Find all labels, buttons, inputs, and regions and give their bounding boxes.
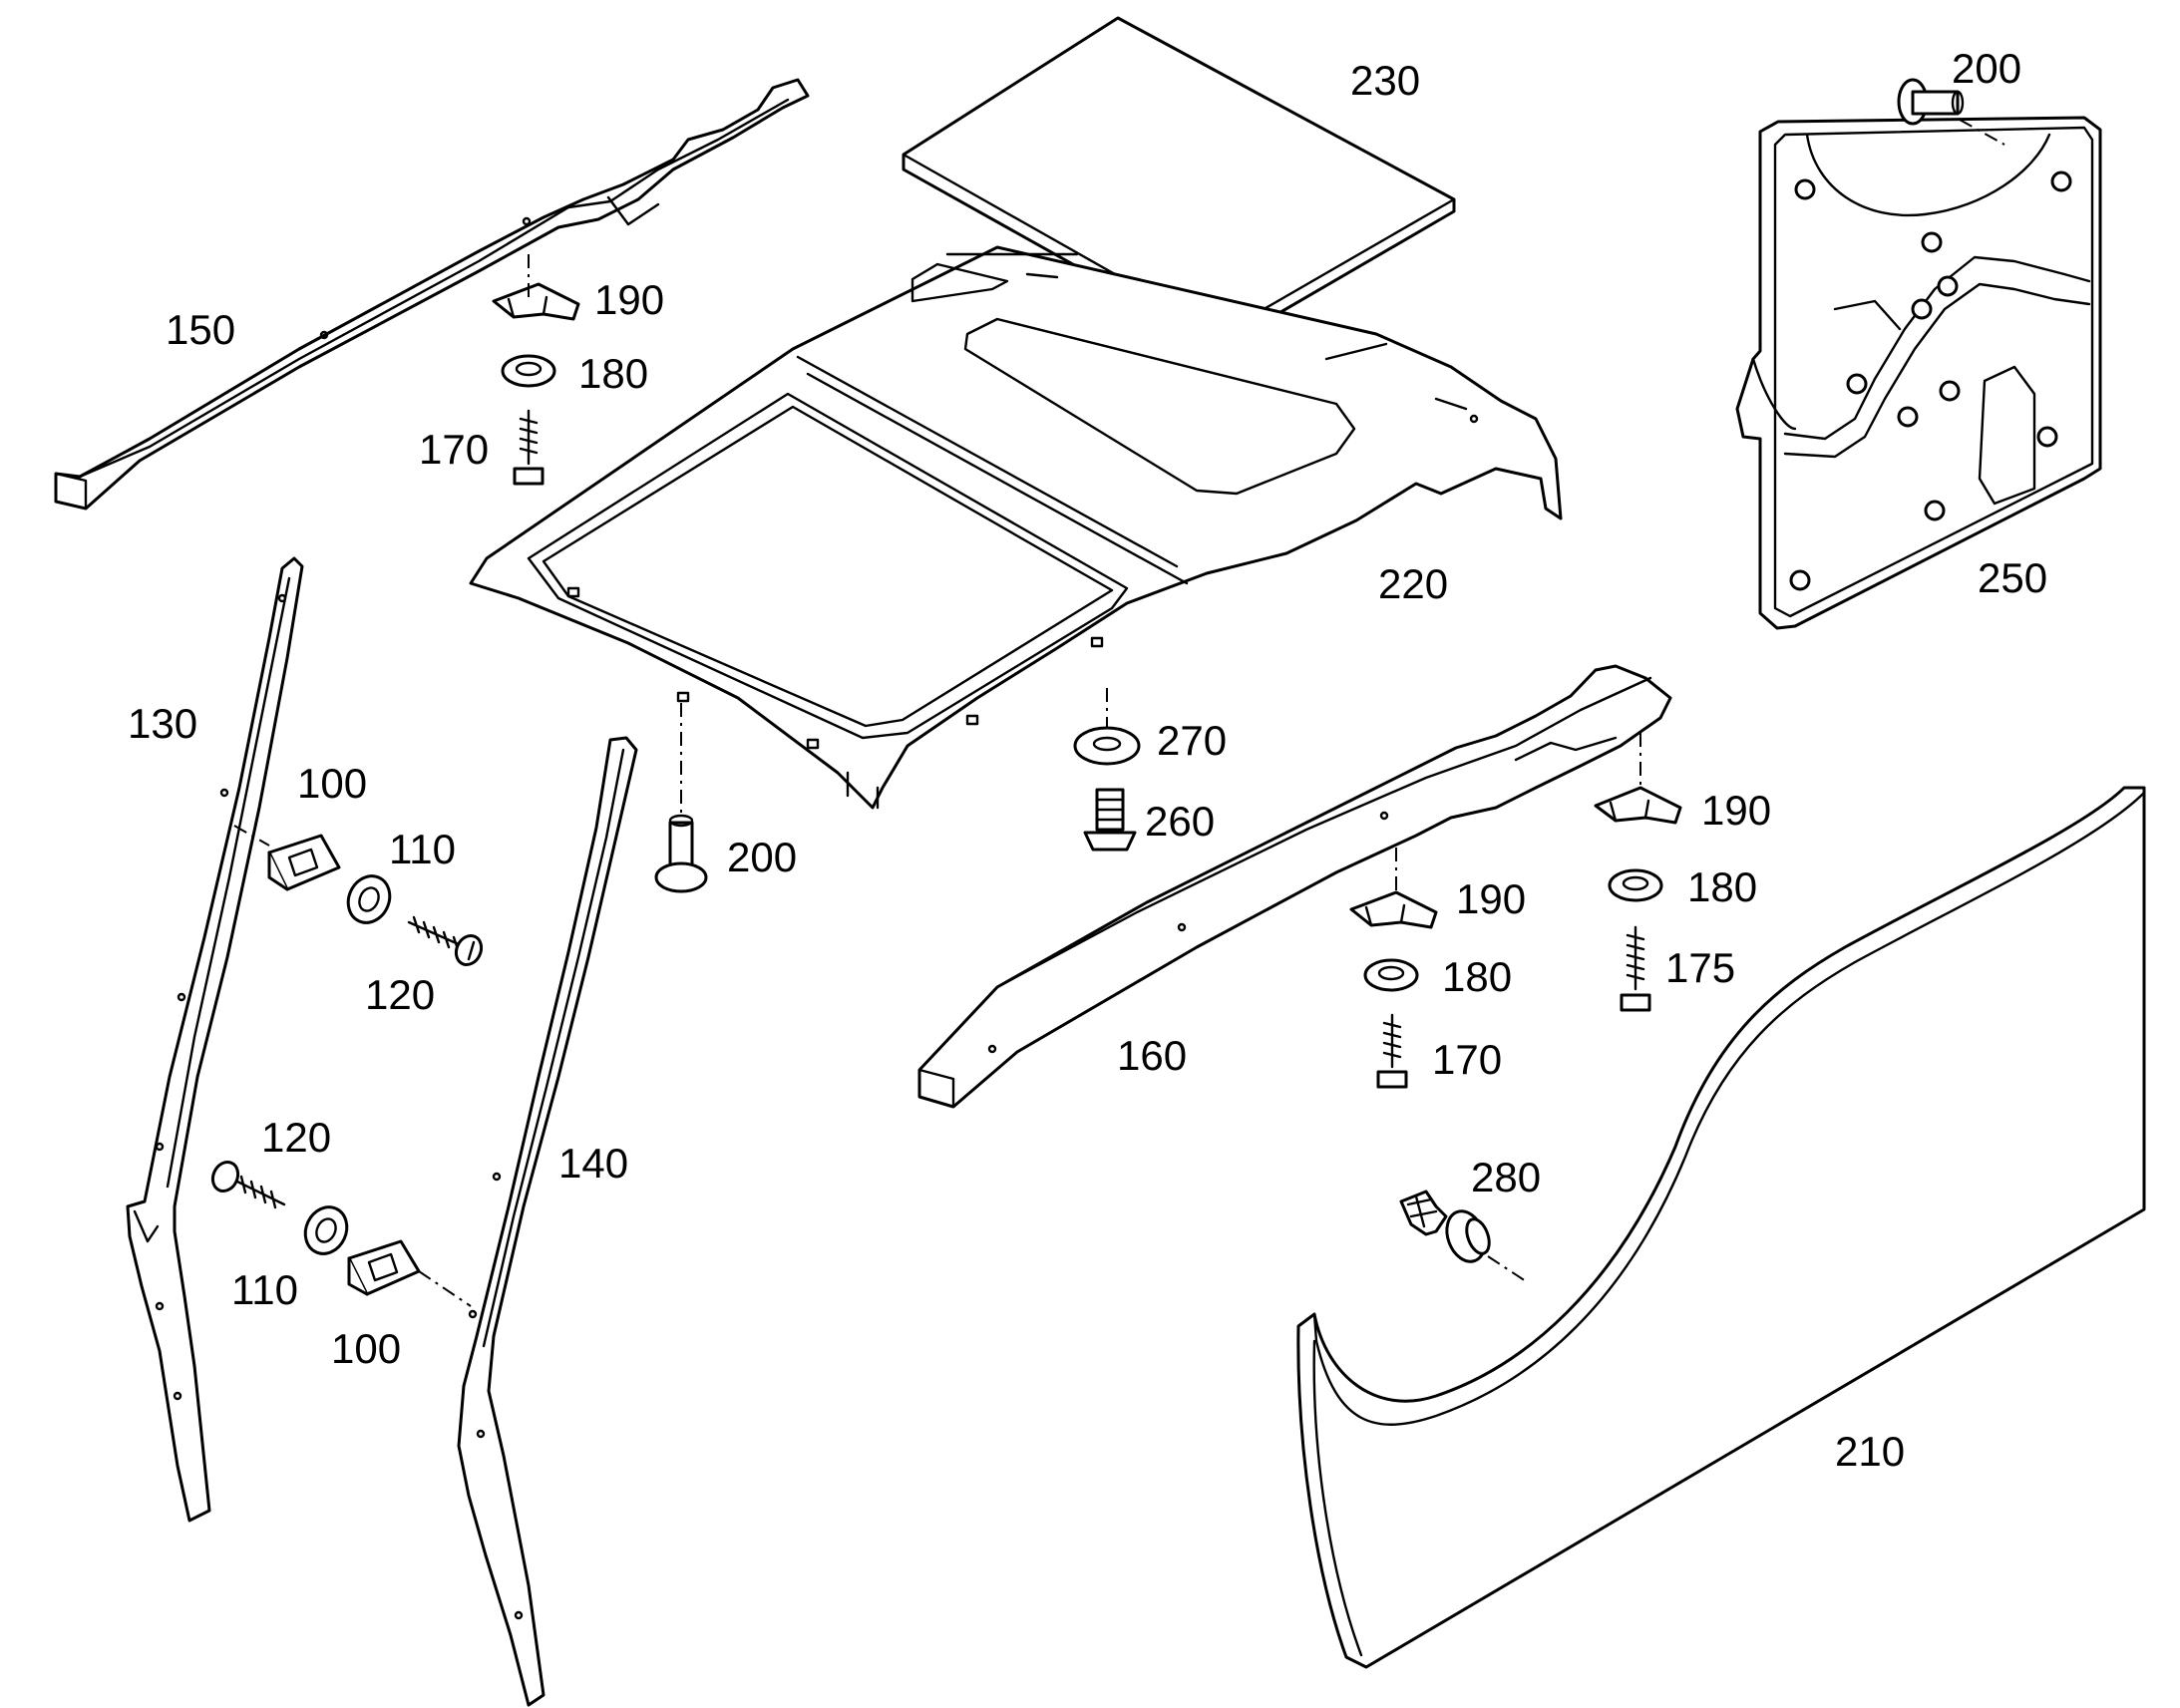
part-180-washer-mid <box>1363 958 1419 992</box>
part-270-washer <box>1073 726 1141 766</box>
part-175-screw <box>1620 925 1651 1012</box>
label-220: 220 <box>1378 560 1448 607</box>
label-170-mid: 170 <box>1432 1036 1502 1083</box>
label-180-upper: 180 <box>578 350 648 397</box>
part-190-clip-right <box>1594 786 1682 825</box>
part-190-clip-upper <box>492 282 580 321</box>
label-130: 130 <box>128 700 197 747</box>
label-270: 270 <box>1157 717 1227 764</box>
panel-fasteners <box>1789 171 2072 591</box>
part-180-washer-right <box>1608 868 1663 902</box>
part-160-roof-rail <box>917 664 1672 1109</box>
label-190-upper: 190 <box>594 276 664 323</box>
label-120-upper: 120 <box>365 971 435 1018</box>
label-260: 260 <box>1145 798 1215 845</box>
part-210-side-trim-panel <box>1296 786 2146 1669</box>
label-200-center: 200 <box>727 834 797 880</box>
part-180-washer-upper <box>501 354 556 388</box>
label-200-top: 200 <box>1952 45 2021 92</box>
label-180-right: 180 <box>1687 863 1757 910</box>
part-220-headliner <box>469 245 1563 810</box>
label-180-mid: 180 <box>1442 953 1512 1000</box>
label-110-lower: 110 <box>231 1266 298 1313</box>
part-110-washer-upper <box>346 874 392 924</box>
part-120-screw-upper <box>407 915 484 967</box>
part-170-screw-mid <box>1376 1013 1408 1089</box>
part-130-pillar-trim <box>126 556 304 1523</box>
label-160: 160 <box>1117 1032 1187 1079</box>
label-110-upper: 110 <box>389 826 456 872</box>
label-190-right: 190 <box>1701 787 1771 834</box>
label-175: 175 <box>1665 944 1735 991</box>
part-140-pillar-trim <box>457 736 638 1707</box>
label-210: 210 <box>1835 1428 1905 1475</box>
label-120-lower: 120 <box>261 1114 331 1161</box>
part-280-push-clip <box>1399 1190 1491 1263</box>
label-250: 250 <box>1978 554 2047 601</box>
assembly-lines <box>233 119 2005 1307</box>
label-190-mid: 190 <box>1456 875 1526 922</box>
label-170-upper: 170 <box>419 426 489 473</box>
part-150-roof-rail <box>54 78 810 511</box>
part-170-screw-upper <box>513 409 545 486</box>
label-150: 150 <box>166 306 235 353</box>
label-100-lower: 100 <box>331 1325 401 1372</box>
part-100-clip-lower <box>347 1239 421 1296</box>
part-200-bolt-top-right <box>1897 78 1965 126</box>
label-230: 230 <box>1350 57 1420 104</box>
part-100-clip-upper <box>267 834 341 891</box>
part-190-clip-mid <box>1349 890 1438 929</box>
part-200-bolt-center <box>654 814 708 893</box>
callout-labels: 230 200 150 190 180 170 220 250 130 100 … <box>128 45 2047 1475</box>
part-120-screw-lower <box>210 1160 286 1209</box>
label-280: 280 <box>1471 1154 1541 1200</box>
part-250-rear-trim-panel <box>1735 116 2102 630</box>
label-140: 140 <box>558 1140 628 1187</box>
label-100-upper: 100 <box>297 760 367 807</box>
part-260-bolt <box>1083 788 1137 852</box>
part-110-washer-lower <box>303 1205 349 1255</box>
